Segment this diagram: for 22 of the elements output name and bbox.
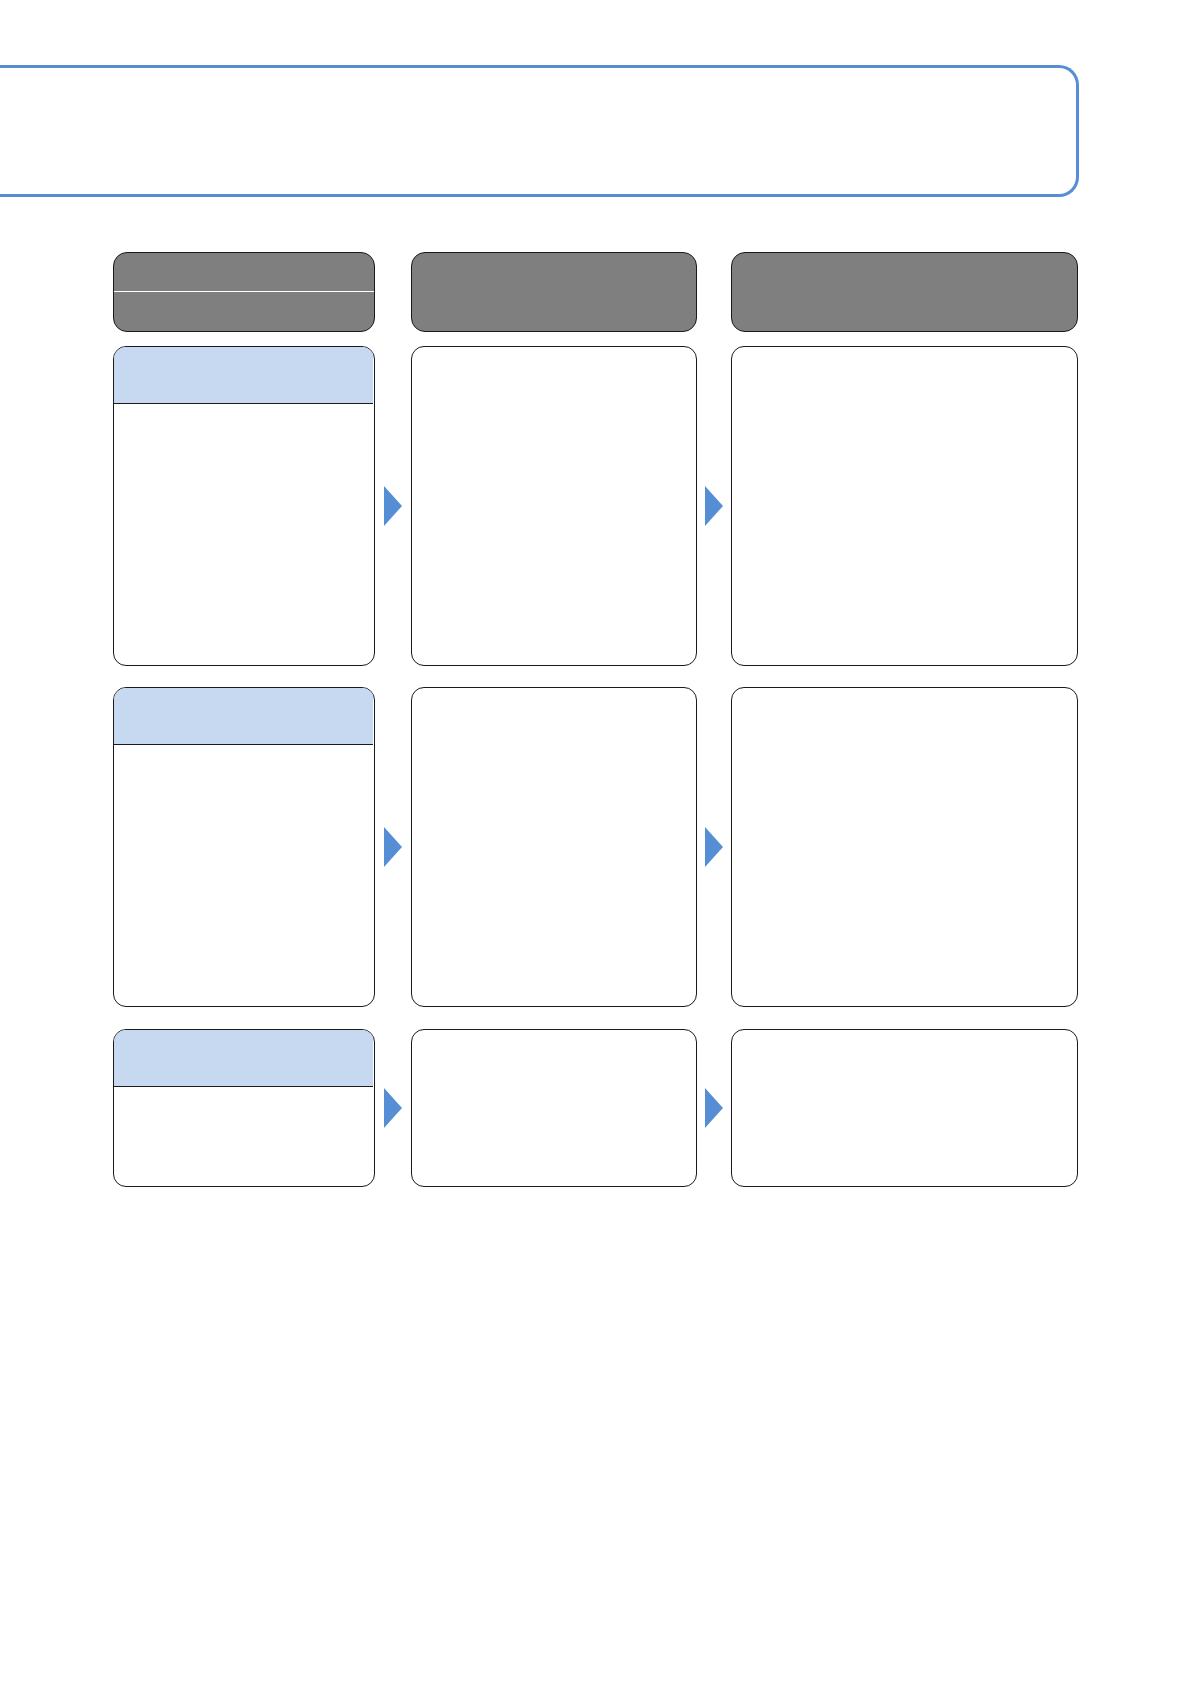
content-card — [113, 687, 375, 1007]
column-header-box — [411, 252, 697, 332]
content-card — [411, 346, 697, 666]
content-card — [113, 346, 375, 666]
arrow — [384, 827, 402, 867]
content-card — [731, 1029, 1078, 1187]
heading-band — [114, 347, 373, 404]
arrow — [705, 486, 723, 526]
arrow — [705, 827, 723, 867]
content-card — [113, 1029, 375, 1187]
content-card — [731, 346, 1078, 666]
arrow — [384, 1088, 402, 1128]
content-card — [731, 687, 1078, 1007]
content-card — [411, 1029, 697, 1187]
column-header-box — [113, 252, 375, 332]
arrow — [384, 486, 402, 526]
heading-band — [114, 688, 373, 745]
title-banner — [0, 65, 1079, 197]
column-header-box — [731, 252, 1078, 332]
content-card — [411, 687, 697, 1007]
arrow — [705, 1088, 723, 1128]
heading-band — [114, 1030, 373, 1087]
